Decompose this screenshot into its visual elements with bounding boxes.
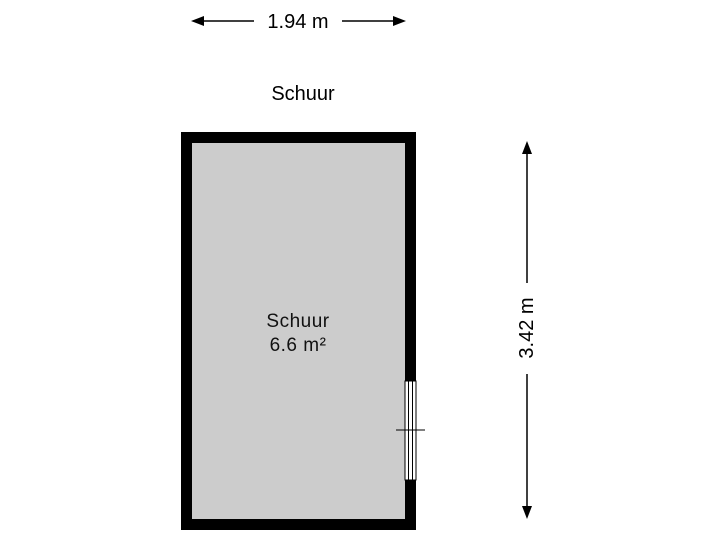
room-floor [186,137,410,525]
wall-right-lower [405,480,416,530]
width-arrow-left [191,16,204,26]
room-schuur: Schuur 6.6 m² [181,132,425,530]
room-name: Schuur [266,311,329,332]
height-label: 3.42 m [516,297,538,358]
width-label: 1.94 m [267,11,328,33]
floor-title: Schuur [271,83,335,105]
width-dimension: 1.94 m [191,11,406,33]
room-area: 6.6 m² [270,335,327,356]
wall-top [181,132,416,143]
wall-left [181,132,192,530]
wall-right-upper [405,132,416,381]
height-dimension: 3.42 m [516,141,538,519]
width-arrow-right [393,16,406,26]
height-arrow-top [522,141,532,154]
wall-bottom [181,519,416,530]
height-arrow-bottom [522,506,532,519]
window [396,380,425,481]
